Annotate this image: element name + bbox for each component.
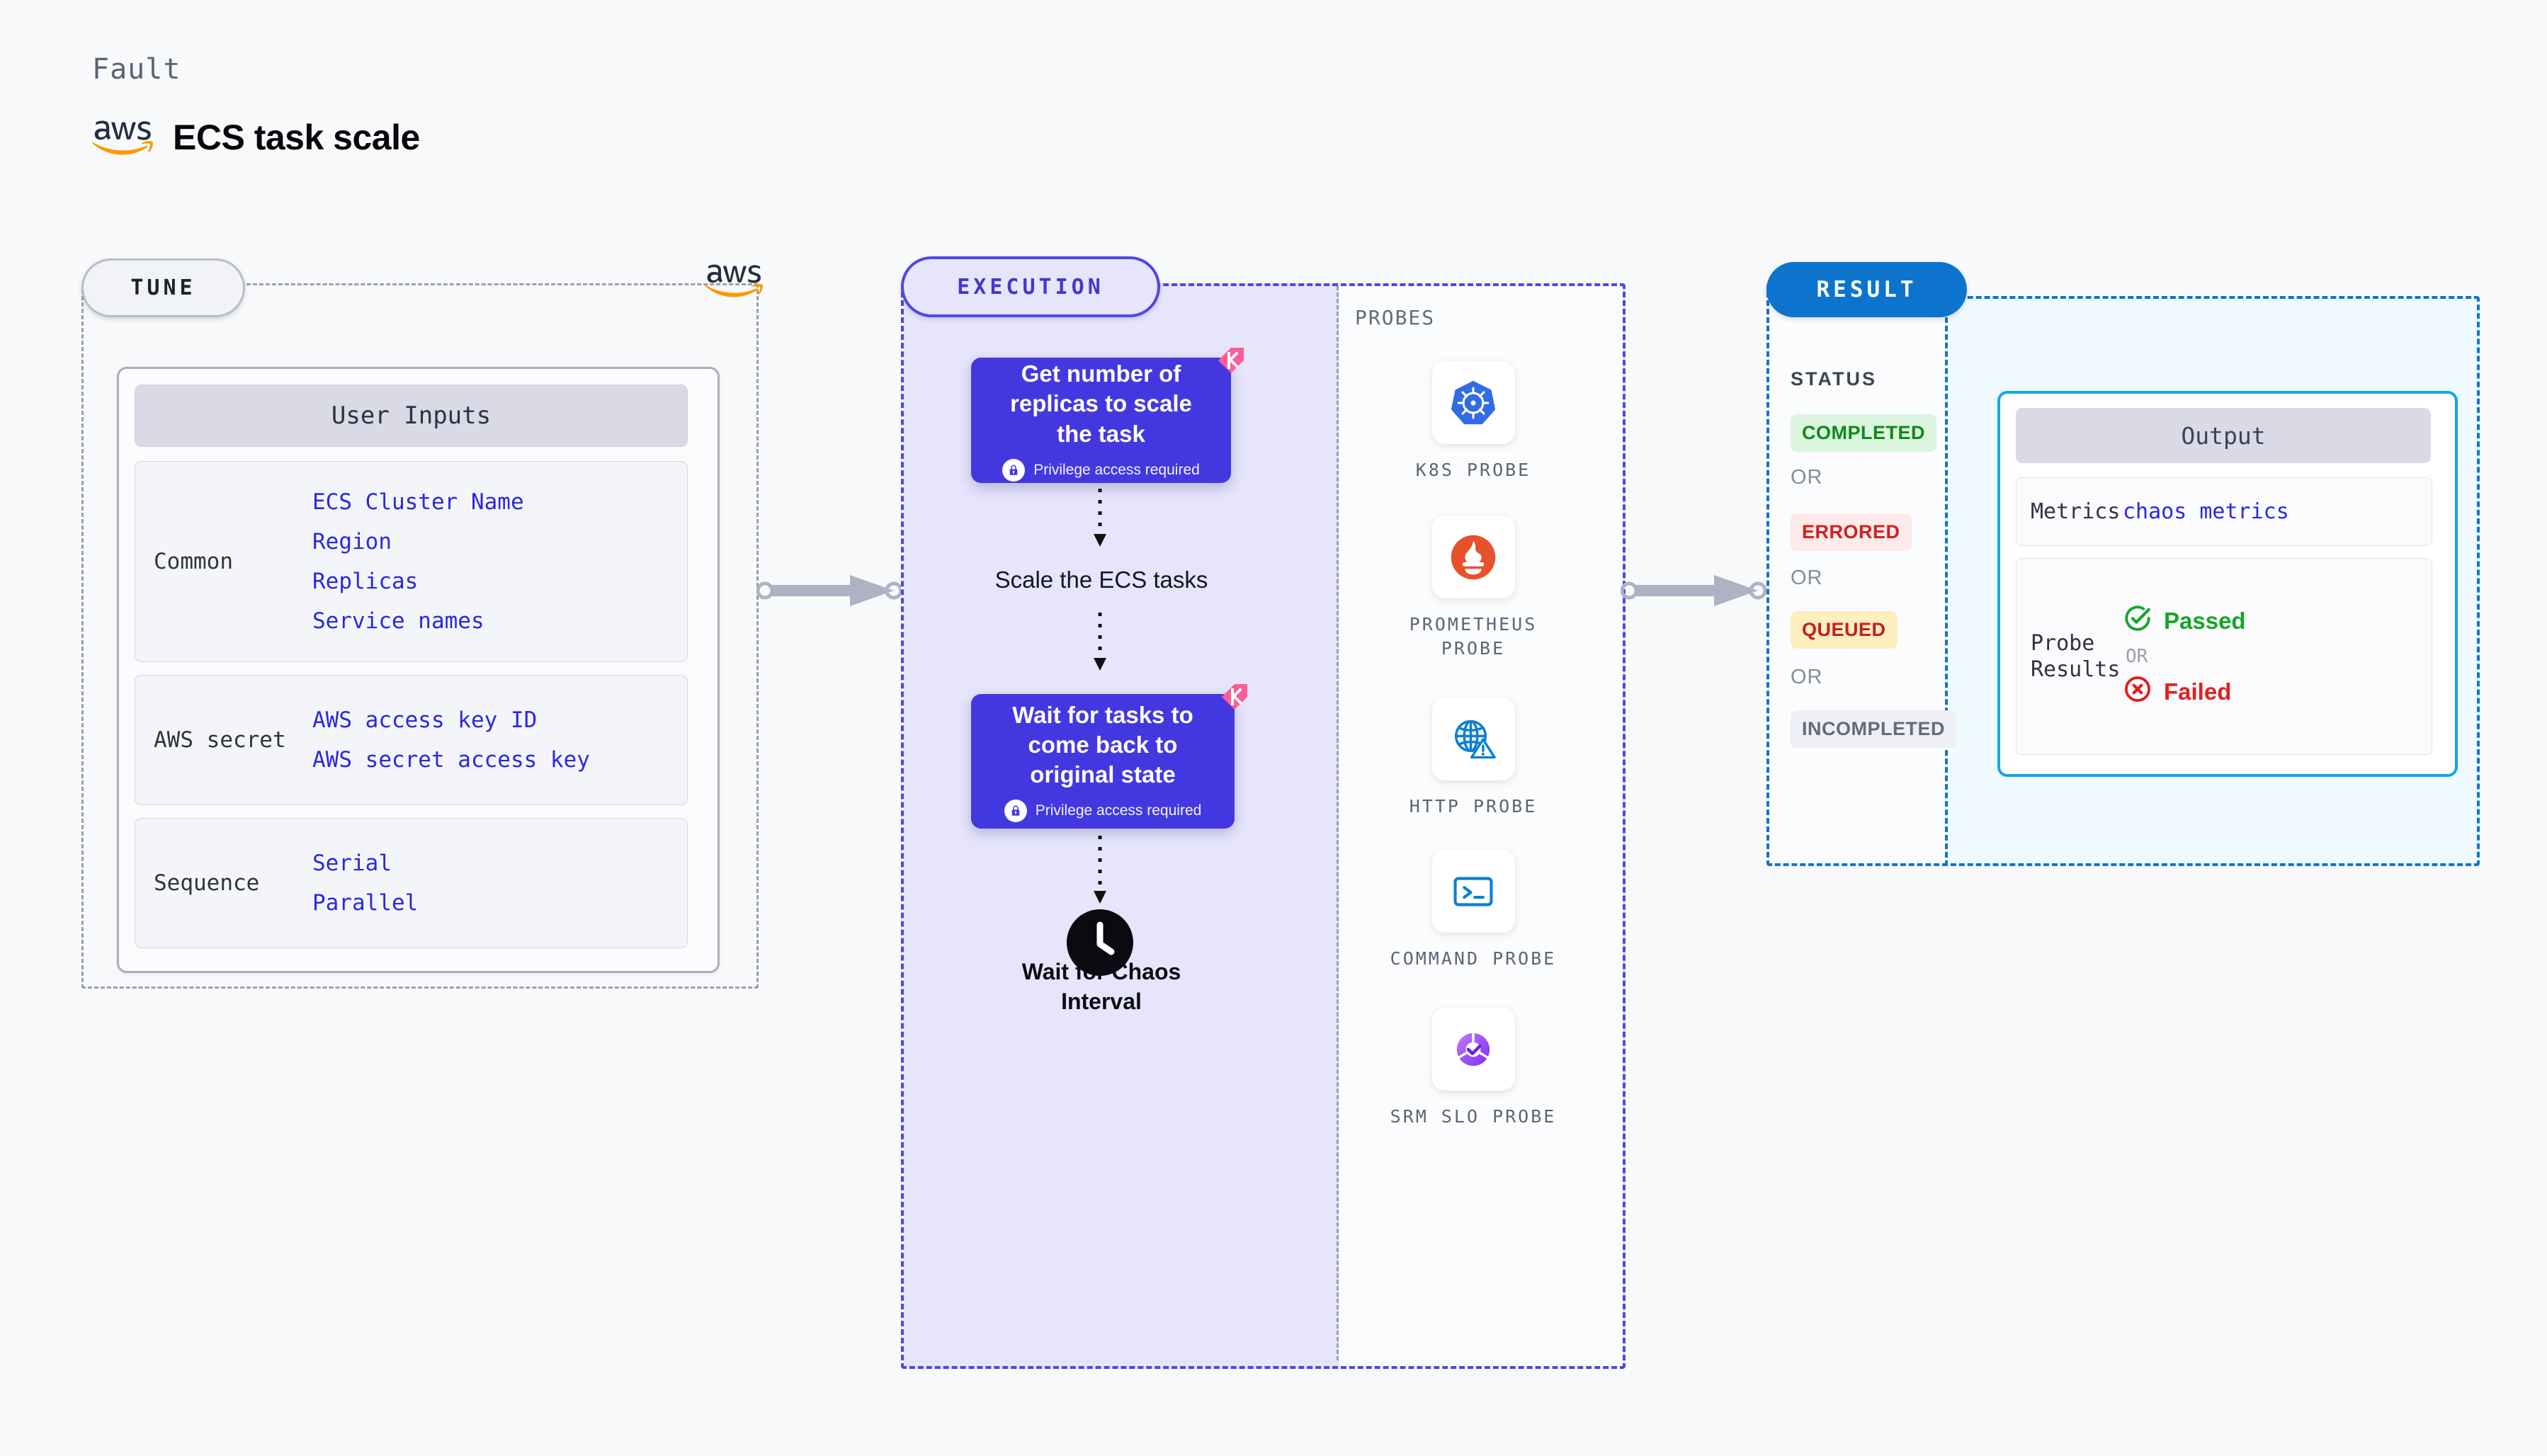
lock-icon [1002,458,1026,482]
input-value[interactable]: Serial [312,851,392,876]
input-group-label: Common [154,549,233,574]
page-title: ECS task scale [173,118,420,157]
flow-arrow-down-icon [1091,489,1109,553]
execution-step-text: Scale the ECS tasks [994,567,1208,593]
probe-results-label-line2: Results [2031,657,2121,682]
input-group-aws-secret: AWS secret AWS access key ID AWS secret … [135,675,688,805]
probe-label: COMMAND PROBE [1390,948,1557,969]
probe-item-k8s[interactable]: K8S PROBE [1374,361,1572,482]
output-probe-results-label: Probe Results [2016,630,2123,683]
input-group-values: ECS Cluster Name Region Replicas Service… [312,489,524,634]
user-inputs-card: User Inputs Common ECS Cluster Name Regi… [117,367,720,973]
probe-results-values: Passed OR Failed [2123,603,2246,710]
execution-step-title: Wait for tasks to come back to original … [1012,701,1193,788]
connector-tune-to-execution [756,574,903,611]
passed-label: Passed [2164,608,2246,634]
tune-aws-logo-icon [705,262,763,302]
probe-result-passed: Passed [2123,603,2246,639]
http-globe-icon [1431,698,1515,780]
probe-label: K8S PROBE [1415,460,1531,480]
privilege-note-text: Privilege access required [1033,461,1200,478]
output-metrics-value[interactable]: chaos metrics [2123,499,2289,524]
input-group-sequence: Sequence Serial Parallel [135,818,688,948]
input-group-values: Serial Parallel [312,851,418,916]
probe-results-label-line1: Probe [2031,630,2095,656]
check-circle-icon [2123,603,2152,639]
connector-execution-to-result [1620,574,1767,611]
page-title-row: ECS task scale [92,117,420,158]
input-value[interactable]: Region [312,529,392,554]
input-value[interactable]: AWS access key ID [312,707,538,733]
terminal-icon [1431,850,1515,933]
lock-icon [1004,800,1027,823]
kubernetes-icon [1431,361,1515,444]
execution-badge: EXECUTION [901,256,1160,317]
privilege-note: Privilege access required [971,458,1231,482]
x-circle-icon [2123,674,2152,710]
tune-badge: TUNE [81,258,245,317]
aws-logo-icon [92,118,153,157]
input-group-values: AWS access key ID AWS secret access key [312,707,590,773]
user-inputs-header: User Inputs [135,385,688,447]
flow-arrow-down-icon [1091,836,1109,910]
execution-step-card[interactable]: Get number of replicas to scale the task… [971,348,1244,483]
probe-item-prometheus[interactable]: PROMETHEUS PROBE [1374,516,1572,661]
result-badge: RESULT [1766,262,1967,317]
probe-result-failed: Failed [2123,674,2246,710]
harness-flag-icon [1207,338,1251,385]
status-badge-queued: QUEUED [1791,611,1898,649]
privilege-note: Privilege access required [971,800,1235,823]
input-value[interactable]: AWS secret access key [312,747,590,773]
output-metrics-label: Metrics [2031,499,2121,524]
probe-label: SRM SLO PROBE [1390,1106,1557,1127]
execution-probes-divider [1337,286,1339,1360]
input-value[interactable]: ECS Cluster Name [312,489,524,515]
input-value[interactable]: Service names [312,608,484,634]
status-badge-errored: ERRORED [1791,513,1912,551]
srm-slo-icon [1431,1008,1515,1091]
harness-flag-icon [1210,674,1254,722]
wait-interval-label: Wait for Chaos Interval [1021,959,1181,1014]
probe-label: HTTP PROBE [1409,796,1538,817]
clock-icon [1067,909,1133,979]
execution-step-title: Get number of replicas to scale the task [1010,360,1192,447]
probe-label: PROMETHEUS PROBE [1409,614,1538,659]
failed-label: Failed [2164,678,2232,705]
or-label: OR [1791,666,1823,688]
prometheus-icon [1431,516,1515,598]
probe-item-http[interactable]: HTTP PROBE [1374,698,1572,819]
flow-arrow-down-icon [1091,613,1109,677]
output-metrics-row: Metrics chaos metrics [2016,477,2432,546]
input-value[interactable]: Parallel [312,890,419,916]
or-label: OR [2126,646,2148,667]
input-group-label: Sequence [154,870,260,896]
execution-step-card[interactable]: Wait for tasks to come back to original … [971,684,1247,829]
status-badge-completed: COMPLETED [1791,414,1937,452]
output-header: Output [2016,408,2431,463]
or-label: OR [1791,466,1823,489]
input-group-common: Common ECS Cluster Name Region Replicas … [135,461,688,662]
privilege-note-text: Privilege access required [1035,802,1202,819]
page-eyebrow: Fault [92,53,181,86]
status-badge-incompleted: INCOMPLETED [1791,710,1957,748]
probe-item-srm-slo[interactable]: SRM SLO PROBE [1374,1008,1572,1129]
tune-panel [81,283,759,989]
output-probe-results-row: Probe Results Passed OR [2016,558,2432,755]
input-group-label: AWS secret [154,727,286,753]
probe-item-command[interactable]: COMMAND PROBE [1374,850,1572,971]
status-title: STATUS [1791,368,1877,389]
input-value[interactable]: Replicas [312,569,419,594]
output-card: Output Metrics chaos metrics Probe Resul… [1997,391,2458,777]
result-status-region [1766,283,1948,866]
probes-title: PROBES [1355,306,1436,329]
or-label: OR [1791,567,1823,589]
